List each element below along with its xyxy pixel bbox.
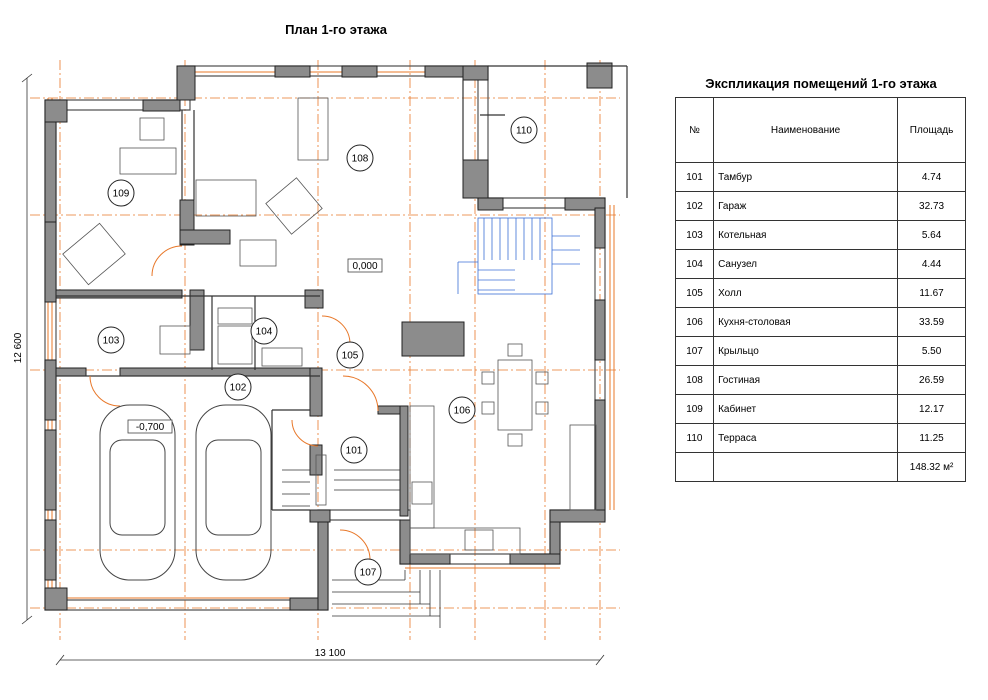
room-marker: 106 <box>448 396 476 424</box>
room-number-label: 107 <box>360 568 377 579</box>
window-lines <box>47 71 615 600</box>
table-row: 104 Санузел 4.44 <box>674 249 966 279</box>
room-marker-circle <box>340 436 368 464</box>
row-area: 5.64 <box>897 220 966 250</box>
room-number-label: 101 <box>346 446 363 457</box>
room-number-label: 108 <box>352 154 369 165</box>
row-name: Тамбур <box>713 162 899 192</box>
total-blank <box>713 452 899 482</box>
level-main-label: 0,000 <box>352 261 377 272</box>
table-row: 110 Терраса 11.25 <box>674 423 966 453</box>
room-number-label: 102 <box>230 383 247 394</box>
room-marker: 103 <box>97 326 125 354</box>
room-marker-circle <box>448 396 476 424</box>
row-area: 11.25 <box>897 423 966 453</box>
room-marker-circle <box>354 558 382 586</box>
row-area: 5.50 <box>897 336 966 366</box>
room-marker: 101 <box>340 436 368 464</box>
steps <box>282 469 441 628</box>
room-marker: 109 <box>107 179 135 207</box>
dim-width-label: 13 100 <box>315 648 346 659</box>
wall-blocks <box>44 62 613 611</box>
room-number-label: 103 <box>103 336 120 347</box>
room-marker-circle <box>107 179 135 207</box>
header-num: № <box>674 97 715 163</box>
row-num: 102 <box>674 191 715 221</box>
row-name: Крыльцо <box>713 336 899 366</box>
plan-title: План 1-го этажа <box>285 22 387 37</box>
furniture <box>62 97 597 555</box>
table-row: 105 Холл 11.67 <box>674 278 966 308</box>
level-mark-main: 0,000 <box>347 258 383 273</box>
door-swings <box>89 245 379 561</box>
row-area: 32.73 <box>897 191 966 221</box>
total-blank <box>674 452 715 482</box>
room-marker: 105 <box>336 341 364 369</box>
room-markers: 101 102 103 104 105 106 107 108 109 110 <box>97 116 538 586</box>
table-row: 107 Крыльцо 5.50 <box>674 336 966 366</box>
room-marker: 110 <box>510 116 538 144</box>
table-row: 102 Гараж 32.73 <box>674 191 966 221</box>
garage-cars <box>99 404 272 581</box>
row-num: 101 <box>674 162 715 192</box>
table-total-row: 148.32 м² <box>674 452 966 482</box>
row-name: Котельная <box>713 220 899 250</box>
room-marker: 108 <box>346 144 374 172</box>
row-num: 109 <box>674 394 715 424</box>
partitions <box>56 65 628 511</box>
room-marker-circle <box>97 326 125 354</box>
row-num: 107 <box>674 336 715 366</box>
staircase <box>457 217 580 295</box>
room-marker: 107 <box>354 558 382 586</box>
row-area: 12.17 <box>897 394 966 424</box>
room-marker-circle <box>346 144 374 172</box>
room-marker: 104 <box>250 317 278 345</box>
row-area: 11.67 <box>897 278 966 308</box>
header-area: Площадь <box>897 97 966 163</box>
row-area: 4.44 <box>897 249 966 279</box>
row-name: Холл <box>713 278 899 308</box>
room-marker: 102 <box>224 373 252 401</box>
total-area: 148.32 м² <box>897 452 966 482</box>
table-row: 108 Гостиная 26.59 <box>674 365 966 395</box>
row-name: Санузел <box>713 249 899 279</box>
table-row: 101 Тамбур 4.74 <box>674 162 966 192</box>
row-name: Кабинет <box>713 394 899 424</box>
row-num: 103 <box>674 220 715 250</box>
row-area: 4.74 <box>897 162 966 192</box>
dim-height-label: 12 600 <box>13 332 24 363</box>
room-number-label: 105 <box>342 351 359 362</box>
table-row: 109 Кабинет 12.17 <box>674 394 966 424</box>
room-number-label: 104 <box>256 327 273 338</box>
row-name: Терраса <box>713 423 899 453</box>
row-area: 26.59 <box>897 365 966 395</box>
row-num: 105 <box>674 278 715 308</box>
room-marker-circle <box>224 373 252 401</box>
room-number-label: 110 <box>516 126 532 137</box>
row-num: 108 <box>674 365 715 395</box>
row-name: Гараж <box>713 191 899 221</box>
row-name: Кухня-столовая <box>713 307 899 337</box>
table-header-row: № Наименование Площадь <box>674 97 966 163</box>
row-name: Гостиная <box>713 365 899 395</box>
row-num: 106 <box>674 307 715 337</box>
room-marker-circle <box>510 116 538 144</box>
dimension-lines <box>21 73 605 666</box>
table-row: 103 Котельная 5.64 <box>674 220 966 250</box>
room-marker-circle <box>250 317 278 345</box>
level-mark-garage: -0,700 <box>127 419 173 434</box>
explication-title: Экспликация помещений 1-го этажа <box>705 76 937 91</box>
room-marker-circle <box>336 341 364 369</box>
table-row: 106 Кухня-столовая 33.59 <box>674 307 966 337</box>
header-name: Наименование <box>713 97 899 163</box>
explication-table: № Наименование Площадь 101 Тамбур 4.74 1… <box>674 97 966 482</box>
row-num: 104 <box>674 249 715 279</box>
room-number-label: 109 <box>113 189 130 200</box>
row-num: 110 <box>674 423 715 453</box>
level-garage-label: -0,700 <box>136 422 165 433</box>
room-number-label: 106 <box>454 406 471 417</box>
row-area: 33.59 <box>897 307 966 337</box>
